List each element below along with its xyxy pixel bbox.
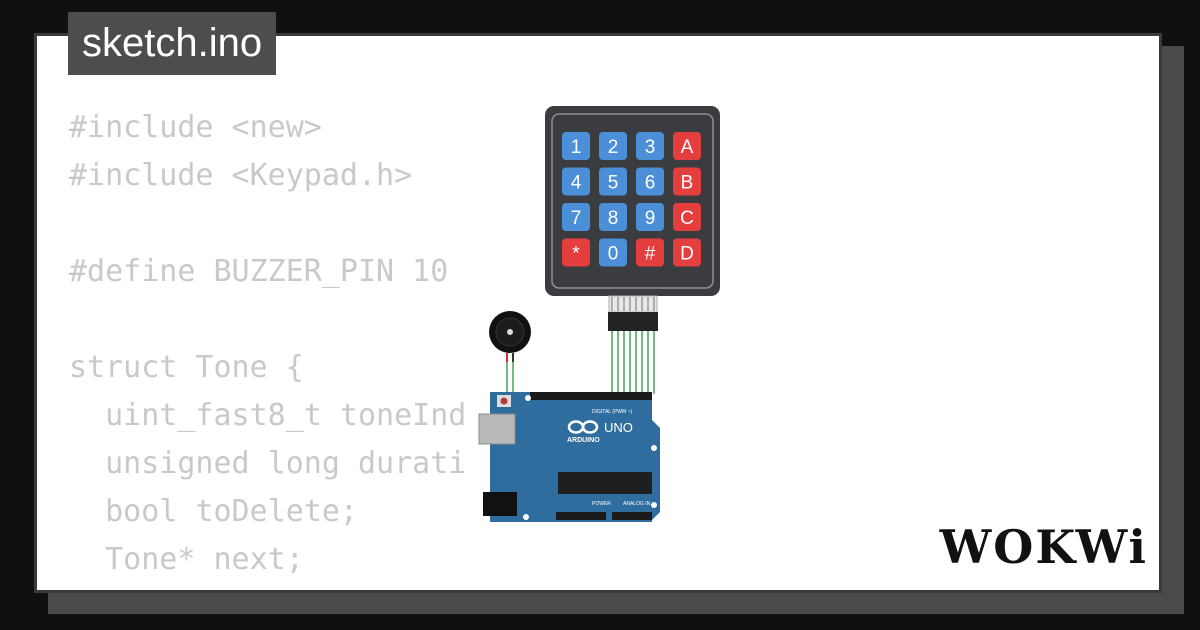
keypad-key[interactable]: 2 [599, 132, 627, 160]
analog-header [612, 512, 652, 520]
keypad-key-label: 9 [645, 208, 656, 229]
analog-label: ANALOG IN [623, 501, 651, 507]
keypad-key-label: 0 [608, 244, 619, 265]
keypad-key[interactable]: D [673, 238, 701, 267]
keypad-key[interactable]: # [636, 238, 664, 267]
keypad-key-label: 5 [608, 173, 619, 194]
code-line: #include <Keypad.h> [69, 158, 413, 193]
keypad-key-label: 3 [645, 137, 656, 158]
keypad-key-label: * [572, 244, 580, 265]
file-tab[interactable]: sketch.ino [68, 12, 277, 75]
wokwi-logo: WOKWi [939, 520, 1148, 574]
keypad-key-label: 6 [645, 173, 656, 194]
keypad-key-label: D [680, 244, 694, 265]
keypad-key[interactable]: 3 [636, 132, 664, 160]
keypad-key-label: 2 [608, 137, 619, 158]
digital-header [530, 392, 652, 400]
keypad-connector [608, 295, 658, 331]
keypad-key[interactable]: B [673, 167, 701, 196]
keypad-key-label: 1 [571, 137, 582, 158]
digital-label: DIGITAL (PWM ~) [592, 409, 632, 415]
keypad-membrane [551, 113, 714, 289]
keypad-key-label: 7 [571, 208, 582, 229]
keypad-key[interactable]: 4 [562, 167, 590, 196]
usb-port [478, 413, 516, 445]
keypad-key-label: B [681, 173, 694, 194]
keypad-key[interactable]: 1 [562, 132, 590, 160]
board-model: UNO [604, 420, 633, 435]
buzzer[interactable] [489, 311, 531, 362]
code-line: uint_fast8_t toneInd [69, 398, 467, 433]
keypad-key-label: 4 [571, 173, 582, 194]
keypad-key[interactable]: A [673, 132, 701, 160]
code-preview: #include <new> #include <Keypad.h> #defi… [69, 104, 467, 590]
keypad-key[interactable]: 7 [562, 203, 590, 231]
keypad-key-label: # [645, 244, 656, 265]
arduino-uno-board[interactable]: UNO ARDUINO DIGITAL (PWM ~) POWER ANALOG… [478, 392, 660, 522]
power-label: POWER [592, 501, 611, 507]
code-line: bool toDelete; [69, 494, 358, 529]
power-jack [483, 492, 517, 516]
keypad-key[interactable]: 8 [599, 203, 627, 231]
code-line: #include <new> [69, 110, 322, 145]
keypad-key[interactable]: 5 [599, 167, 627, 196]
keypad-key[interactable]: 0 [599, 238, 627, 267]
code-line: unsigned long durati [69, 446, 467, 481]
power-header [556, 512, 606, 520]
code-line: struct Tone { [69, 350, 304, 385]
atmega-chip [558, 472, 652, 494]
keypad-4x4[interactable]: 1 2 3 A 4 5 6 B 7 8 9 C * 0 # D [545, 106, 720, 296]
code-line: #define BUZZER_PIN 10 [69, 254, 449, 289]
keypad-key-label: 8 [608, 208, 619, 229]
keypad-key-label: C [680, 208, 694, 229]
keypad-key[interactable]: 6 [636, 167, 664, 196]
keypad-key[interactable]: 9 [636, 203, 664, 231]
arduino-logo-icon [567, 420, 599, 434]
keypad-key-label: A [681, 137, 694, 158]
keypad-key[interactable]: C [673, 203, 701, 231]
keypad-key[interactable]: * [562, 238, 590, 267]
code-line: Tone* next; [69, 542, 304, 577]
board-brand: ARDUINO [567, 437, 600, 444]
